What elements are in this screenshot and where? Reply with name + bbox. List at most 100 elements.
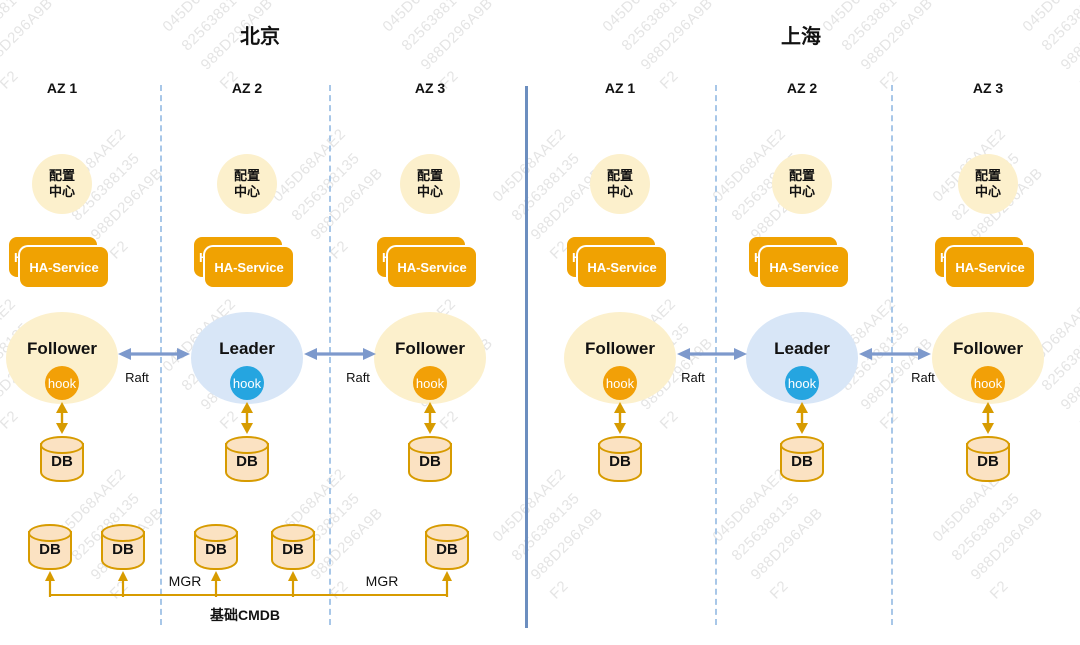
db-cylinder-top bbox=[101, 524, 145, 542]
db-cylinder: DB bbox=[40, 436, 84, 484]
az-label: AZ 3 bbox=[972, 80, 1004, 96]
config-center-label: 配置 bbox=[416, 168, 443, 183]
ha-service-box: HA-Service bbox=[946, 247, 1034, 287]
mgr-label: MGR bbox=[168, 573, 202, 589]
ha-service-stack: HA-Service HA-Service bbox=[9, 237, 109, 289]
hook-badge: hook bbox=[230, 366, 264, 400]
az-label: AZ 3 bbox=[414, 80, 446, 96]
db-label: DB bbox=[436, 541, 458, 558]
ha-service-box: HA-Service bbox=[205, 247, 293, 287]
raft-replication-arrow bbox=[304, 348, 376, 360]
config-center-label: 配置 bbox=[974, 168, 1001, 183]
db-label: DB bbox=[977, 453, 999, 470]
hook-db-arrow bbox=[241, 402, 253, 434]
mgr-db-cylinder: DB bbox=[101, 524, 145, 572]
node-role-label: Leader bbox=[219, 339, 275, 358]
config-center-label: 中心 bbox=[606, 184, 633, 199]
db-cylinder-top bbox=[40, 436, 84, 454]
az-column-beijing-1: AZ 1 配置 中心 HA-Service HA-Service Followe… bbox=[0, 0, 126, 645]
db-cylinder: DB bbox=[966, 436, 1010, 484]
db-label: DB bbox=[112, 541, 134, 558]
ha-service-box: HA-Service bbox=[578, 247, 666, 287]
cmdb-label: 基础CMDB bbox=[210, 607, 280, 623]
hook-db-arrow bbox=[614, 402, 626, 434]
ha-service-box: HA-Service bbox=[760, 247, 848, 287]
az-column-shanghai-2: AZ 2 配置 中心 HA-Service HA-Service Leader … bbox=[738, 0, 866, 645]
node-role-label: Follower bbox=[953, 339, 1023, 358]
db-cylinder-top bbox=[966, 436, 1010, 454]
db-label: DB bbox=[236, 453, 258, 470]
config-center-label: 配置 bbox=[233, 168, 260, 183]
az-label: AZ 1 bbox=[604, 80, 636, 96]
db-label: DB bbox=[419, 453, 441, 470]
cmdb-db-arrow bbox=[288, 571, 298, 597]
az-column-beijing-2: AZ 2 配置 中心 HA-Service HA-Service Leader … bbox=[183, 0, 311, 645]
db-label: DB bbox=[791, 453, 813, 470]
az-column-shanghai-1: AZ 1 配置 中心 HA-Service HA-Service Followe… bbox=[556, 0, 684, 645]
raft-label: Raft bbox=[681, 370, 705, 385]
config-center-label: 中心 bbox=[48, 184, 75, 199]
az-label: AZ 2 bbox=[786, 80, 818, 96]
node-role-label: Follower bbox=[585, 339, 655, 358]
ha-service-stack: HA-Service HA-Service bbox=[749, 237, 849, 289]
mgr-db-cylinder: DB bbox=[194, 524, 238, 572]
raft-label: Raft bbox=[346, 370, 370, 385]
config-center-node: 配置 中心 bbox=[772, 154, 832, 214]
db-cylinder-top bbox=[425, 524, 469, 542]
db-cylinder: DB bbox=[225, 436, 269, 484]
hook-db-arrow bbox=[424, 402, 436, 434]
az-column-beijing-3: AZ 3 配置 中心 HA-Service HA-Service Followe… bbox=[366, 0, 494, 645]
hook-badge: hook bbox=[971, 366, 1005, 400]
config-center-label: 配置 bbox=[606, 168, 633, 183]
ha-service-box: HA-Service bbox=[20, 247, 108, 287]
db-cylinder-top bbox=[271, 524, 315, 542]
hook-badge: hook bbox=[603, 366, 637, 400]
db-label: DB bbox=[51, 453, 73, 470]
az-label: AZ 1 bbox=[46, 80, 78, 96]
hook-badge: hook bbox=[413, 366, 447, 400]
raft-label: Raft bbox=[911, 370, 935, 385]
db-cylinder-top bbox=[780, 436, 824, 454]
config-center-node: 配置 中心 bbox=[217, 154, 277, 214]
db-cylinder: DB bbox=[780, 436, 824, 484]
region-title-shanghai: 上海 bbox=[781, 26, 821, 48]
db-cylinder-top bbox=[28, 524, 72, 542]
mgr-db-cylinder: DB bbox=[425, 524, 469, 572]
node-role-label: Follower bbox=[27, 339, 97, 358]
config-center-node: 配置 中心 bbox=[958, 154, 1018, 214]
mgr-db-cylinder: DB bbox=[28, 524, 72, 572]
az-label: AZ 2 bbox=[231, 80, 263, 96]
hook-db-arrow bbox=[56, 402, 68, 434]
hook-db-arrow bbox=[796, 402, 808, 434]
az-column-shanghai-3: AZ 3 配置 中心 HA-Service HA-Service Followe… bbox=[924, 0, 1052, 645]
config-center-label: 中心 bbox=[416, 184, 443, 199]
db-cylinder-top bbox=[194, 524, 238, 542]
mgr-label: MGR bbox=[365, 573, 399, 589]
config-center-node: 配置 中心 bbox=[32, 154, 92, 214]
db-cylinder-top bbox=[408, 436, 452, 454]
db-label: DB bbox=[205, 541, 227, 558]
db-cylinder-top bbox=[225, 436, 269, 454]
raft-replication-arrow bbox=[118, 348, 190, 360]
raft-label: Raft bbox=[125, 370, 149, 385]
ha-service-stack: HA-Service HA-Service bbox=[194, 237, 294, 289]
config-center-node: 配置 中心 bbox=[400, 154, 460, 214]
db-label: DB bbox=[282, 541, 304, 558]
hook-db-arrow bbox=[982, 402, 994, 434]
db-label: DB bbox=[609, 453, 631, 470]
hook-badge: hook bbox=[45, 366, 79, 400]
config-center-label: 中心 bbox=[788, 184, 815, 199]
mgr-db-cylinder: DB bbox=[271, 524, 315, 572]
node-role-label: Leader bbox=[774, 339, 830, 358]
node-role-label: Follower bbox=[395, 339, 465, 358]
db-cylinder-top bbox=[598, 436, 642, 454]
ha-service-stack: HA-Service HA-Service bbox=[377, 237, 477, 289]
db-cylinder: DB bbox=[598, 436, 642, 484]
region-title-beijing: 北京 bbox=[240, 26, 280, 48]
config-center-label: 配置 bbox=[48, 168, 75, 183]
raft-replication-arrow bbox=[859, 348, 931, 360]
cmdb-bus-line bbox=[50, 594, 448, 596]
raft-replication-arrow bbox=[677, 348, 747, 360]
cmdb-db-arrow bbox=[442, 571, 452, 597]
